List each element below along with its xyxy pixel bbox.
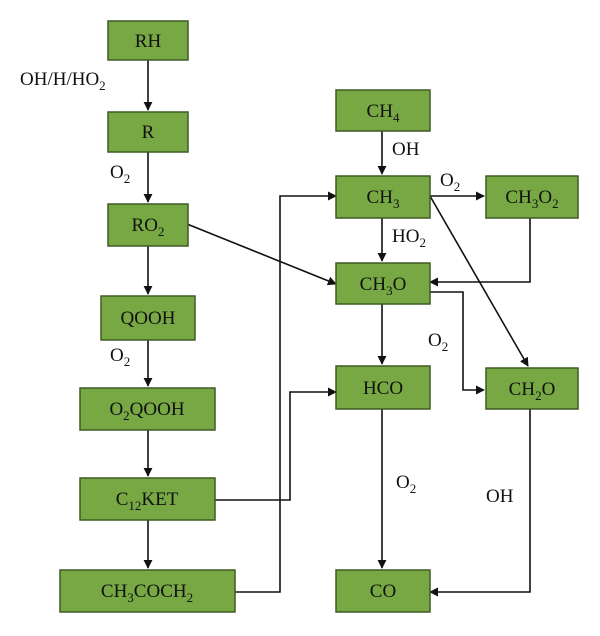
edge-label-ch3-ch3o2: O2 <box>440 170 460 194</box>
node-c12ket: C12KET <box>79 477 216 521</box>
node-co-label: CO <box>370 581 396 602</box>
node-ch3: CH3 <box>335 175 431 219</box>
node-o2qooh: O2QOOH <box>79 387 216 431</box>
edge-label-r-ro2: O2 <box>110 162 130 186</box>
edge-ch3coch2-ch3 <box>235 191 337 593</box>
node-ch3coch2-label: CH3COCH2 <box>101 581 193 605</box>
node-ch3o-label: CH3O <box>360 274 407 298</box>
node-ch4: CH4 <box>335 89 431 132</box>
node-ch3o2-label: CH3O2 <box>505 187 558 211</box>
node-ro2: RO2 <box>107 203 189 247</box>
node-r-label: R <box>142 122 155 143</box>
node-ch3o2: CH3O2 <box>485 175 579 219</box>
node-c12ket-label: C12KET <box>116 489 179 513</box>
node-rh: RH <box>107 20 189 61</box>
node-qooh-label: QOOH <box>121 308 176 329</box>
node-ro2-label: RO2 <box>132 215 165 239</box>
node-rh-label: RH <box>135 31 162 52</box>
node-ch2o-label: CH2O <box>509 379 556 403</box>
node-hco: HCO <box>335 365 431 410</box>
node-o2qooh-label: O2QOOH <box>109 399 184 423</box>
edge-label-hco-co: O2 <box>396 472 416 496</box>
node-ch3-label: CH3 <box>367 187 400 211</box>
edge-label-ch4-ch3: OH <box>392 139 420 160</box>
edge-labels: OH/H/HO2 O2 O2 OH O2 HO2 O2 O2 OH <box>20 69 514 507</box>
edge-label-ch2o-co: OH <box>486 486 514 507</box>
edges <box>143 60 531 597</box>
node-ch2o: CH2O <box>485 367 579 410</box>
node-qooh: QOOH <box>100 295 196 341</box>
edge-label-rh-r: OH/H/HO2 <box>20 69 106 93</box>
edge-ro2-ch3o <box>186 223 337 286</box>
node-hco-label: HCO <box>363 378 403 399</box>
edge-ch3-ch2o <box>429 195 529 367</box>
edge-ch3o2-ch3o <box>429 218 531 287</box>
nodes: RH R RO2 QOOH O2QOOH C12KET CH3COCH2 CH <box>59 20 579 613</box>
node-ch4-label: CH4 <box>367 101 400 125</box>
edge-c12ket-hco <box>215 387 337 501</box>
node-ch3coch2: CH3COCH2 <box>59 569 236 613</box>
node-co: CO <box>335 569 431 613</box>
edge-label-ch3-ch3o: HO2 <box>392 226 426 250</box>
edge-label-qooh-o2qooh: O2 <box>110 345 130 369</box>
node-ch3o: CH3O <box>335 262 431 305</box>
node-r: R <box>107 111 189 153</box>
edge-label-ch3o-ch2o: O2 <box>428 330 448 354</box>
edge-ch2o-co <box>429 409 531 597</box>
edge-ch3o-ch2o <box>430 291 485 395</box>
